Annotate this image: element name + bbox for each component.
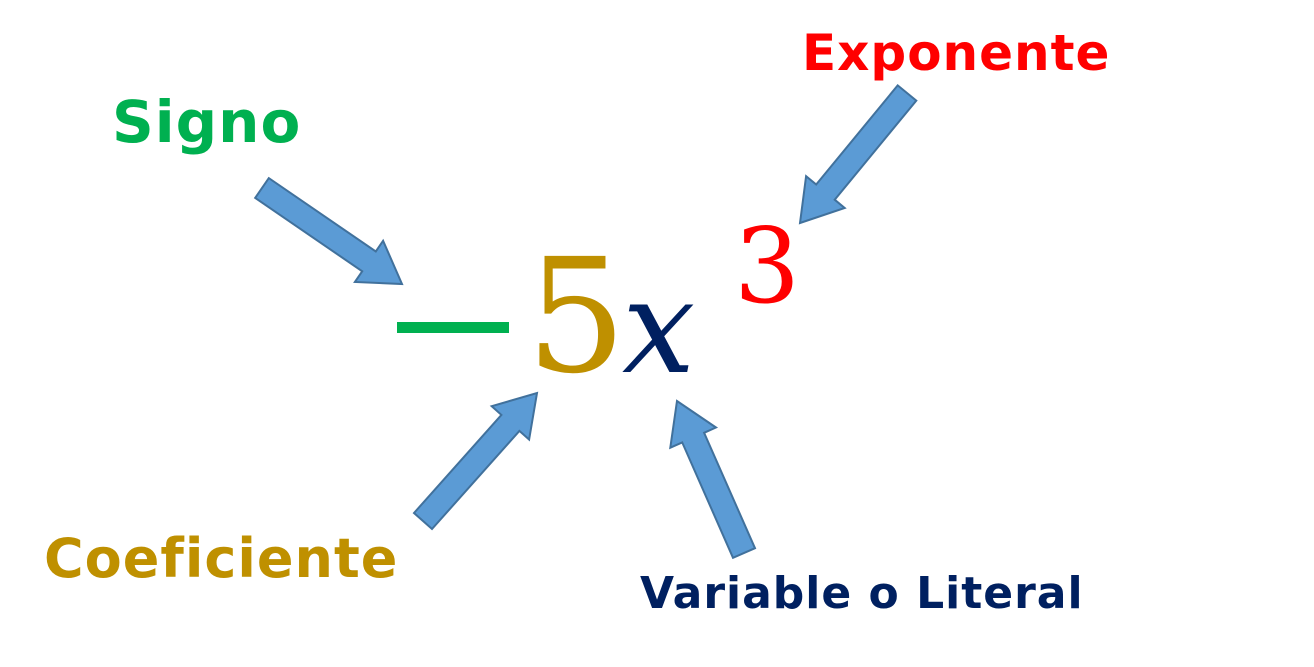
term-variable: x: [622, 251, 696, 403]
label-exponente: Exponente: [802, 24, 1111, 82]
arrow-coeficiente: [412, 391, 539, 531]
term-coefficient: 5: [526, 225, 627, 409]
arrow-signo: [253, 176, 404, 286]
term-sign: [397, 322, 509, 333]
arrow-exponente: [798, 83, 918, 225]
label-variable-literal: Variable o Literal: [640, 568, 1084, 619]
label-signo: Signo: [112, 88, 302, 156]
term-exponent: 3: [734, 205, 801, 327]
label-coeficiente: Coeficiente: [44, 527, 399, 590]
arrow-variable: [669, 399, 757, 560]
